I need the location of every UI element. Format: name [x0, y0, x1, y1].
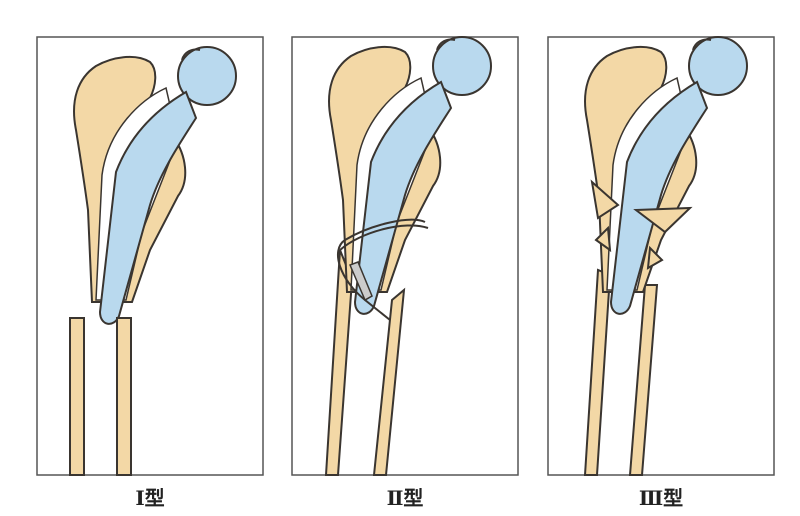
label-type-3: Ⅲ型: [638, 486, 684, 510]
bone-fragment: [646, 245, 664, 270]
panel-type-1: [36, 36, 264, 476]
distal-cortex-right: [116, 317, 132, 476]
label-type-1: Ⅰ型: [135, 486, 165, 510]
fracture-fragment: [349, 261, 373, 302]
distal-cortex-right: [628, 284, 659, 476]
distal-cortex-left: [69, 317, 85, 476]
bone-fragment: [590, 179, 620, 220]
panel-type-3: [547, 36, 775, 476]
distal-cortex-right: [372, 287, 406, 476]
label-type-2: Ⅱ型: [386, 486, 424, 510]
bone-fragment: [633, 206, 693, 234]
bone-fragment: [594, 225, 612, 253]
panel-type-2: [291, 36, 519, 476]
